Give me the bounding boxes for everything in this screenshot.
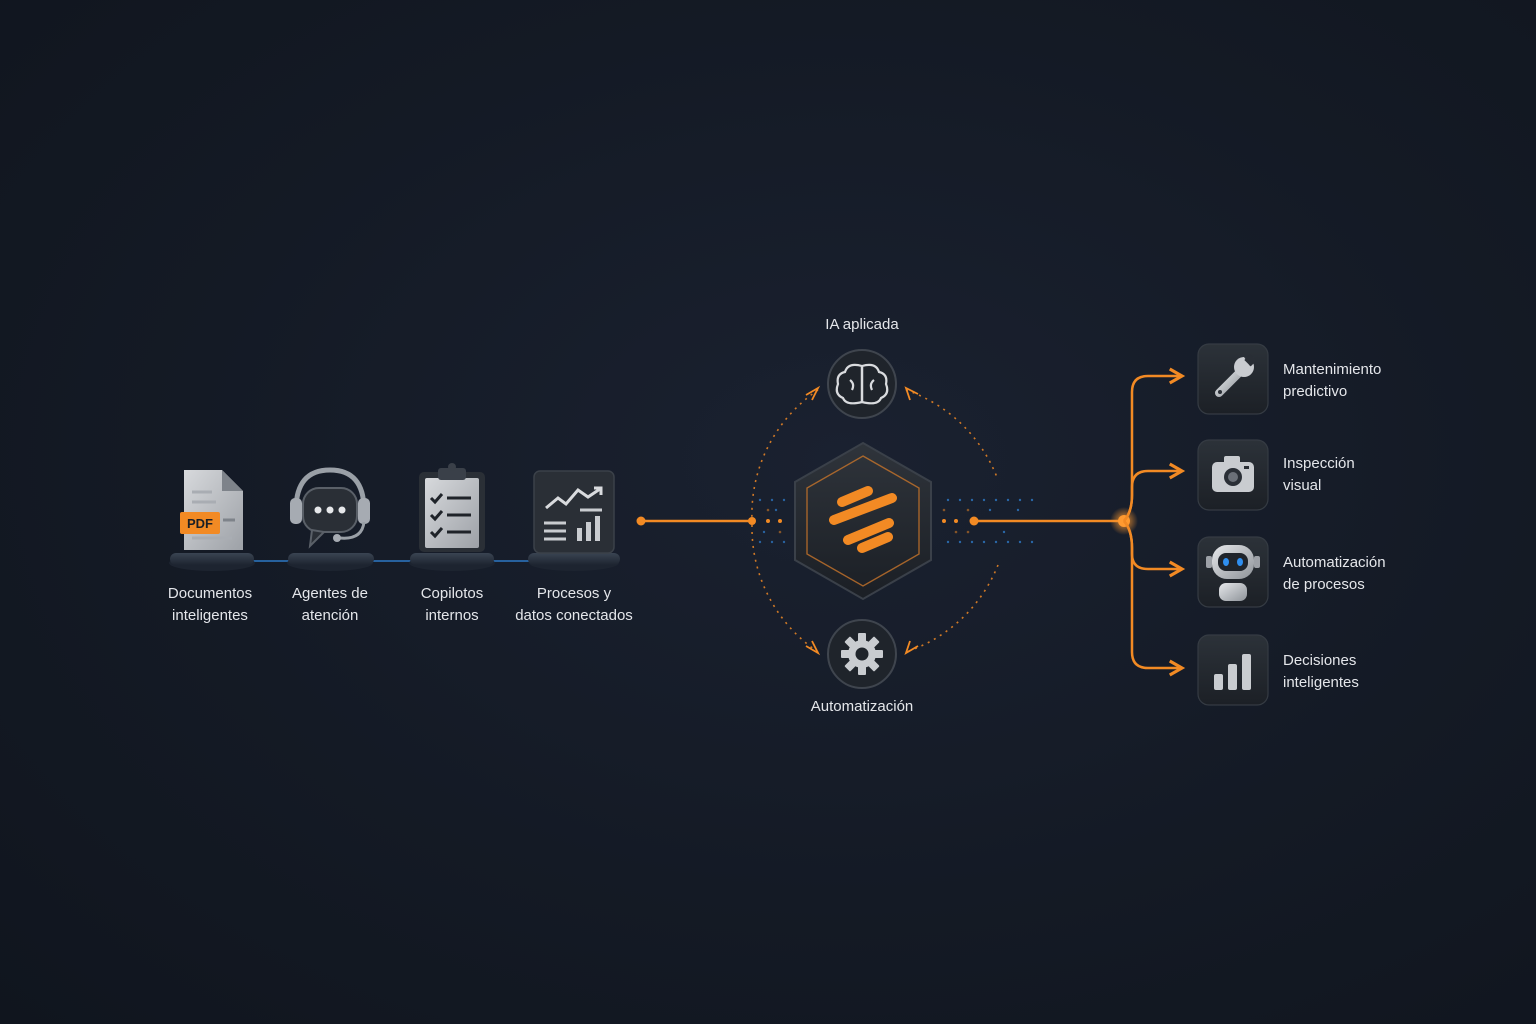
output-label-line1: Inspección <box>1283 455 1355 472</box>
input-label-line2: datos conectados <box>515 607 633 624</box>
input-label-line1: Documentos <box>167 585 253 602</box>
arrow-from-brain <box>904 386 919 401</box>
input-row: PDF <box>169 463 620 571</box>
input-label-line1: Procesos y <box>536 585 612 602</box>
output-label-line2: predictivo <box>1283 383 1348 400</box>
headset-chat-icon <box>290 467 370 549</box>
input-to-core-connector <box>636 498 786 544</box>
core-bottom-label: Automatización <box>810 698 914 715</box>
robot-icon <box>1206 545 1260 601</box>
input-bases <box>169 553 620 571</box>
clipboard-checklist-icon <box>419 463 485 552</box>
output-label-line2: de procesos <box>1283 576 1365 593</box>
gear-icon <box>841 633 883 675</box>
arrow-to-brain <box>805 385 821 401</box>
input-label-line2: atención <box>301 607 359 624</box>
camera-icon <box>1212 456 1254 492</box>
input-label-line2: inteligentes <box>172 607 248 624</box>
core-to-output-connector <box>942 367 1186 677</box>
output-tile-camera <box>1197 439 1269 511</box>
core-top-label: IA aplicada <box>825 316 899 333</box>
output-label-mantenimiento: Mantenimiento predictivo <box>1283 359 1433 403</box>
branch-to-chart <box>1123 520 1186 677</box>
branch-to-camera <box>1123 462 1186 522</box>
input-label-line1: Agentes de <box>292 585 368 602</box>
input-label-agentes: Agentes de atención <box>270 583 390 627</box>
arrow-from-gear <box>904 640 919 655</box>
logo-hexagon-icon <box>794 441 932 601</box>
wrench-icon <box>1215 354 1257 397</box>
output-label-line1: Mantenimiento <box>1283 361 1382 378</box>
brain-node <box>827 349 897 419</box>
output-tile-robot <box>1197 536 1269 608</box>
output-label-inspeccion: Inspección visual <box>1283 453 1433 497</box>
gear-node <box>827 619 897 689</box>
input-label-line1: Copilotos <box>420 585 484 602</box>
output-label-line2: visual <box>1283 477 1322 494</box>
output-label-automatizacion: Automatización de procesos <box>1283 552 1433 596</box>
pdf-document-icon: PDF <box>180 470 243 550</box>
orbit-arc-top-right <box>905 389 999 481</box>
output-tile-wrench <box>1197 343 1269 415</box>
output-label-decisiones: Decisiones inteligentes <box>1283 650 1433 694</box>
orbit-arc-top-left <box>751 389 819 521</box>
output-label-line2: inteligentes <box>1283 674 1359 691</box>
chart-dashboard-icon <box>533 470 615 554</box>
output-tile-chart <box>1197 634 1269 706</box>
input-label-documentos: Documentos inteligentes <box>150 583 270 627</box>
core-hub <box>751 349 999 689</box>
output-label-line1: Automatización <box>1283 554 1386 571</box>
output-tiles <box>1197 343 1269 706</box>
output-label-line1: Decisiones <box>1283 652 1357 669</box>
bar-chart-icon <box>1214 654 1251 690</box>
brain-icon <box>835 363 889 405</box>
pdf-badge-text: PDF <box>187 516 213 531</box>
orbit-arc-bottom-right <box>905 564 999 653</box>
input-label-line2: internos <box>425 607 479 624</box>
input-label-procesos: Procesos y datos conectados <box>499 583 649 627</box>
arrow-to-gear <box>805 640 821 656</box>
input-label-copilotos: Copilotos internos <box>392 583 512 627</box>
